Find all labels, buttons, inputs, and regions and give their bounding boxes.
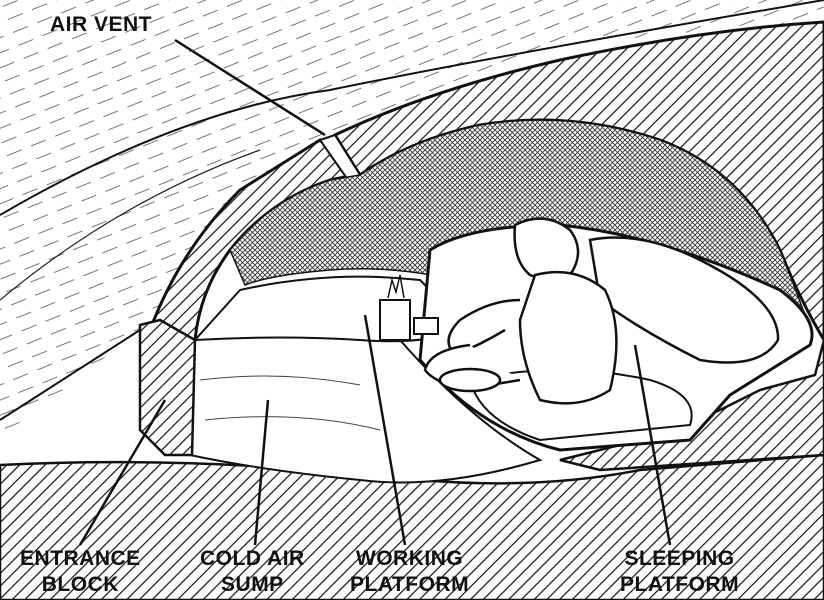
label-working-platform: WORKING PLATFORM (350, 546, 469, 598)
sleeping-bag (588, 236, 780, 364)
leader-entrance-block (78, 399, 167, 546)
label-cold-air-sump: COLD AIR SUMP (200, 546, 305, 598)
label-working-platform-line1: WORKING (355, 547, 464, 570)
label-cold-air-sump-line1: COLD AIR (200, 547, 305, 570)
snow-slope (0, 0, 824, 440)
leader-working-platform (363, 314, 407, 546)
leader-sleeping-platform (633, 344, 672, 546)
leader-air-vent (174, 38, 326, 137)
label-working-platform-line2: PLATFORM (350, 573, 470, 596)
label-sleeping-platform-line2: PLATFORM (620, 573, 740, 596)
leader-cold-air-sump (253, 399, 270, 546)
label-entrance-block-line1: ENTRANCE (20, 547, 141, 570)
label-air-vent-text: AIR VENT (50, 13, 153, 36)
label-sleeping-platform: SLEEPING PLATFORM (620, 546, 739, 598)
stove (379, 274, 439, 341)
label-entrance-block-line2: BLOCK (41, 573, 119, 596)
label-sleeping-platform-line1: SLEEPING (624, 547, 735, 570)
seated-person (423, 217, 618, 405)
label-cold-air-sump-line2: SUMP (221, 573, 284, 596)
snow-slope-outline (0, 0, 824, 216)
label-entrance-block: ENTRANCE BLOCK (20, 546, 141, 598)
label-air-vent: AIR VENT (50, 12, 152, 38)
entrance-block (138, 318, 197, 457)
